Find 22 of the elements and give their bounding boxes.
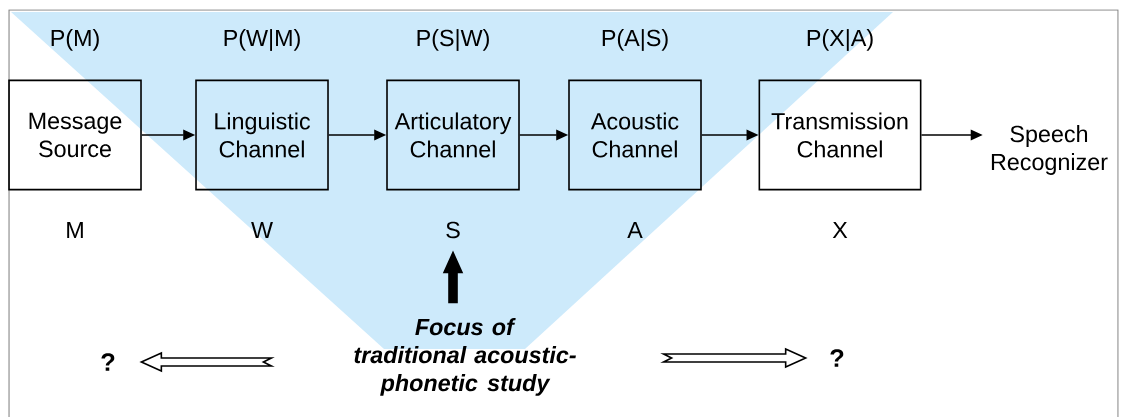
channel-box: Acoustic Channel [568, 79, 702, 191]
variable-label: X [832, 221, 848, 238]
variable-label: M [67, 221, 83, 238]
question-mark: ? [101, 353, 115, 371]
output-label: Speech Recognizer [991, 125, 1108, 175]
block-arrow [660, 347, 808, 369]
channel-box: Message Source [8, 79, 142, 191]
probability-label: P(W|M) [224, 29, 300, 51]
variable-label: S [446, 221, 460, 239]
variable-label: W [251, 221, 273, 238]
probability-label: P(X|A) [807, 29, 873, 51]
channel-box: Linguistic Channel [195, 79, 329, 191]
probability-label: P(S|W) [417, 29, 489, 51]
block-arrow [442, 250, 464, 304]
question-mark: ? [830, 349, 844, 367]
probability-label: P(A|S) [602, 29, 668, 51]
probability-label: P(M) [51, 29, 99, 51]
focus-text: Focus of traditional acoustic-phonetic study [354, 318, 576, 396]
block-arrow [139, 351, 275, 373]
channel-box: Transmission Channel [758, 79, 922, 191]
variable-label: A [627, 221, 643, 238]
channel-box: Articulatory Channel [386, 79, 520, 191]
